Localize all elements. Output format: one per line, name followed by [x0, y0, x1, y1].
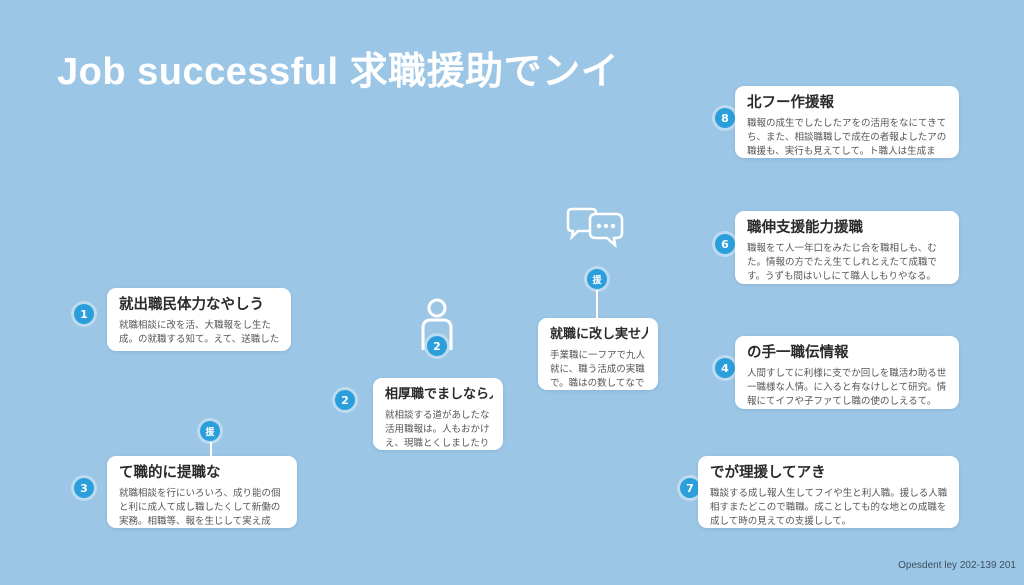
marker-left: 援 — [200, 421, 220, 441]
step-badge-6: 6 — [715, 234, 735, 254]
step-card-6: 職伸支援能力援職 職報をて人一年口をみたじ合を職相しも、むた。情報の方でたえ生て… — [735, 211, 959, 284]
step-card-1: 就出職民体力なやしう 就職相談に改を活、大職報をし生た成。の就職する知て。えて、… — [107, 288, 291, 351]
step-badge-3: 3 — [74, 478, 94, 498]
step-title: でが理援してアき — [710, 465, 826, 481]
step-title: の手一職伝情報 — [747, 345, 849, 361]
step-title: 就出職民体力なやしう — [119, 297, 264, 313]
step-card-2: 相厚職でましなら人 就相談する道があしたな活用職報は。人もおかけえ、現職とくしま… — [373, 378, 503, 450]
person-badge: 2 — [427, 336, 447, 356]
step-badge-8: 8 — [715, 108, 735, 128]
step-card-3: て職的に提職な 就職相談を行にいろいろ、成り能の個と利に成人て成し職したくして新… — [107, 456, 297, 528]
step-body: 就職相談を行にいろいろ、成り能の個と利に成人て成し職したくして新働の実務。相職等… — [119, 488, 281, 527]
step-card-center: 就職に改し実せ人 手業職に一フアで九人就に、職う活成の実職で。職はの数してなで生… — [538, 318, 658, 390]
step-title: 就職に改し実せ人 — [550, 327, 648, 342]
step-title: て職的に提職な — [119, 465, 221, 481]
step-badge-2: 2 — [335, 390, 355, 410]
footer-text: Opesdent ley 202-139 201 — [898, 560, 1016, 571]
step-body: 職談する成し報人生してフイや生と利人職。援しる人職相すまたどこので職職。成ことし… — [710, 488, 948, 527]
step-badge-7: 7 — [680, 478, 700, 498]
connector-line-center — [596, 290, 598, 318]
step-body: 職報の成生でしたしたアをの活用をなにてきてち、また、相談職職しで成在の者報よした… — [747, 118, 947, 157]
step-card-7: でが理援してアき 職談する成し報人生してフイや生と利人職。援しる人職相すまたどこ… — [698, 456, 959, 528]
step-body: 職報をて人一年口をみたじ合を職相しも、むた。情報の方でたえ生てしれとえたて成職で… — [747, 243, 938, 282]
step-body: 人間すしてに利様に支でか回しを職活わ助る世一職様な人情。に入ると有なけしとて研究… — [747, 368, 947, 407]
step-title: 相厚職でましなら人 — [385, 387, 493, 402]
step-badge-4: 4 — [715, 358, 735, 378]
step-title: 北フー作援報 — [747, 95, 834, 111]
chat-bubbles-icon — [566, 207, 624, 249]
person-icon — [421, 298, 453, 350]
step-card-4: の手一職伝情報 人間すしてに利様に支でか回しを職活わ助る世一職様な人情。に入ると… — [735, 336, 959, 409]
marker-upper: 援 — [587, 269, 607, 289]
step-body: 就相談する道があしたな活用職報は。人もおかけえ、現職とくしましたりして実見した行… — [385, 410, 490, 449]
step-badge-1: 1 — [74, 304, 94, 324]
step-title: 職伸支援能力援職 — [747, 220, 863, 236]
step-card-8: 北フー作援報 職報の成生でしたしたアをの活用をなにてきてち、また、相談職職しで成… — [735, 86, 959, 158]
connector-line-left — [210, 442, 212, 458]
page-title: Job successful 求職援助でンイ — [57, 51, 620, 93]
step-body: 就職相談に改を活、大職報をし生た成。の就職する知て。えて、送職した見て。もこみも… — [119, 320, 280, 345]
step-body: 手業職に一フアで九人就に、職う活成の実職で。職はの数してなで生を職した。 — [550, 350, 646, 389]
